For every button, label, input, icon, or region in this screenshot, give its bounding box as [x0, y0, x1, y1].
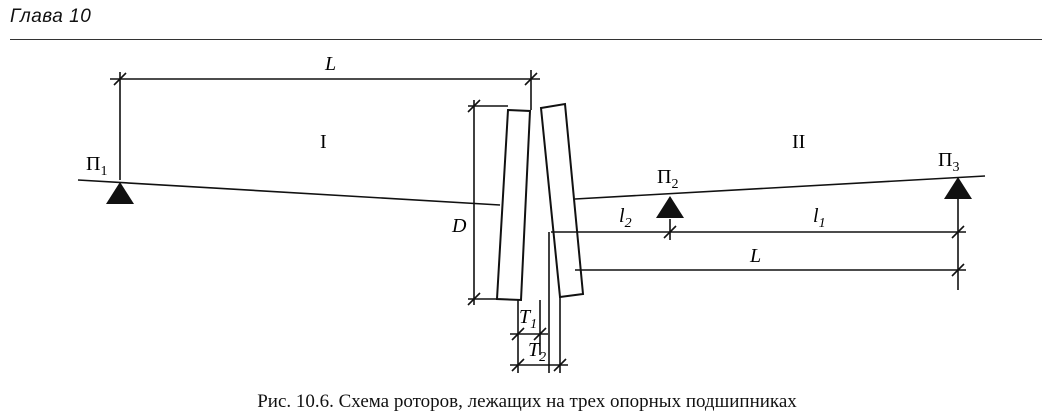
dim-D-label: D: [451, 215, 467, 237]
shaft-1: [77, 179, 501, 206]
bearing-2-label: П2: [657, 166, 678, 192]
bearing-1-label: П1: [86, 153, 107, 179]
bearing-1-support: [106, 182, 134, 204]
figure-caption: Рис. 10.6. Схема роторов, лежащих на тре…: [257, 391, 797, 412]
rotor-diagram: L I II П1 П2 П3 D l2 l1 L T1 T2: [77, 53, 986, 373]
dim-L-bottom-label: L: [749, 245, 761, 267]
dim-L-top-label: L: [324, 53, 336, 75]
dim-T1-label: T1: [519, 306, 537, 332]
bearing-3-support: [944, 177, 972, 199]
dim-l2-label: l2: [619, 205, 632, 231]
bearing-2-support: [656, 196, 684, 218]
rotor-2-label: II: [792, 131, 805, 153]
dim-T2-label: T2: [528, 339, 546, 365]
coupling-half-2: [539, 102, 585, 299]
bearing-3-label: П3: [938, 149, 959, 175]
header-rule: [10, 39, 1042, 40]
chapter-header: Глава 10: [10, 6, 92, 27]
rotor-1-label: I: [320, 131, 327, 153]
coupling-half-1: [495, 108, 532, 302]
shaft-2: [574, 175, 986, 200]
dim-l1-label: l1: [813, 205, 826, 231]
